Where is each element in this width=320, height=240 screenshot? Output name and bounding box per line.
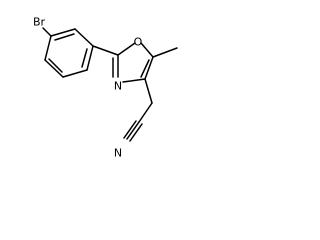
bond-c5-c6 xyxy=(44,59,64,78)
bond-c2-c3 xyxy=(74,28,94,47)
nitrile-nitrogen-label: N xyxy=(114,147,122,160)
bond-c4-c5 xyxy=(62,69,88,78)
bromophenyl-ring xyxy=(42,27,94,78)
canvas-background xyxy=(0,0,199,179)
bond-o-c5 xyxy=(140,42,154,58)
bond-c5-c4-double xyxy=(140,59,150,78)
bond-c3-c4 xyxy=(86,45,94,71)
triple-bond-line-3 xyxy=(129,123,143,142)
bond-c4-ch2 xyxy=(144,78,153,104)
oxazole-oxygen-label: O xyxy=(134,36,143,49)
bond-ch2-cn xyxy=(138,102,153,123)
aromatic-inner-bond-2 xyxy=(81,48,88,68)
bond-c1-c2 xyxy=(50,28,76,37)
triple-bond-line-1 xyxy=(126,121,140,140)
bond-c4-n xyxy=(122,78,146,83)
oxazole-ring xyxy=(112,42,154,83)
triple-bond-line-2 xyxy=(123,120,137,139)
bond-c6-c1 xyxy=(44,35,52,61)
bond-br-c1 xyxy=(42,27,52,37)
oxazole-nitrogen-label: N xyxy=(114,80,122,93)
bromine-label: Br xyxy=(33,16,46,29)
bond-c5-c4 xyxy=(144,56,154,80)
chemical-structure: Br O N N xyxy=(0,0,199,179)
aromatic-inner-bond-1 xyxy=(54,33,75,41)
bond-c2-o xyxy=(117,42,136,56)
bond-aryl-oxazole xyxy=(92,45,119,56)
aromatic-inner-bond-3 xyxy=(48,58,63,73)
bond-methyl xyxy=(152,47,178,58)
